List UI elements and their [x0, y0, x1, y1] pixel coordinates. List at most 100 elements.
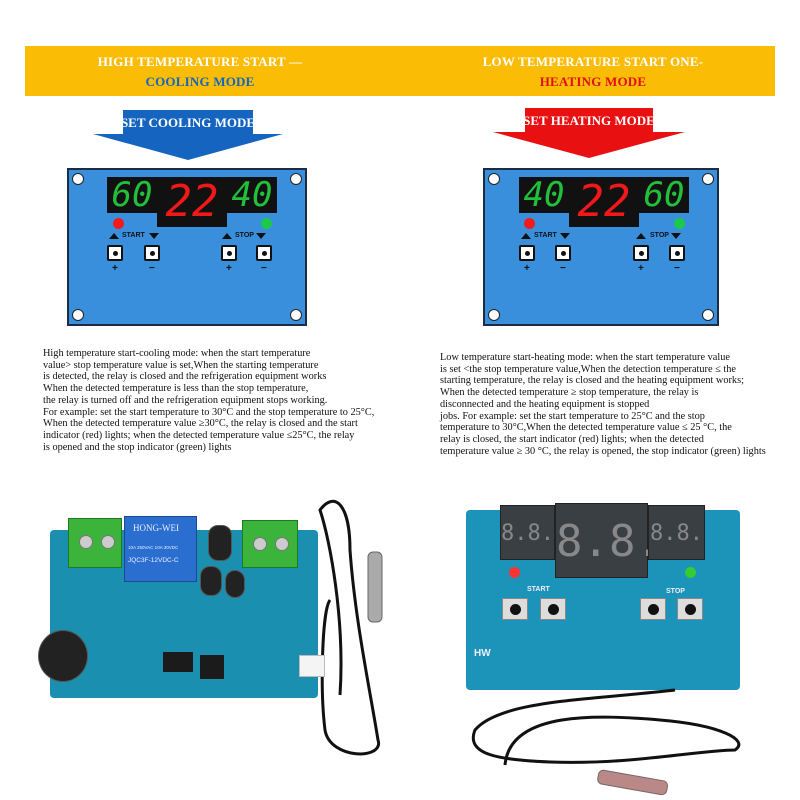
terminal-block [68, 518, 122, 568]
start-led-display: 8.8. [500, 505, 555, 560]
mount-hole [290, 309, 302, 321]
start-minus-button[interactable] [555, 245, 571, 261]
current-temp-display: 22 [157, 177, 227, 227]
desc-line: temperature to 30°C,When the detected te… [440, 422, 732, 434]
stop-minus-button[interactable] [256, 245, 272, 261]
sensor-cable-icon [318, 499, 383, 756]
cooling-board-diagram: 60 22 40 START STOP + − + − [67, 168, 307, 326]
current-temp-display: 22 [569, 177, 639, 227]
plus-sign: + [524, 263, 530, 274]
mount-hole [72, 173, 84, 185]
brand-mark: HW [474, 648, 491, 659]
mount-hole [702, 173, 714, 185]
cooling-description: High temperature start-cooling mode: whe… [43, 348, 374, 453]
plus-sign: + [638, 263, 644, 274]
stop-indicator-green [674, 218, 685, 229]
start-plus-button[interactable] [502, 598, 528, 620]
desc-line: value> stop temperature value is set,Whe… [43, 359, 319, 371]
heating-arrow-label: SET HEATING MODE [523, 113, 655, 128]
screw [79, 535, 93, 549]
desc-line: When the detected temperature value ≥30°… [43, 418, 358, 430]
desc-line: High temperature start-cooling mode: whe… [43, 348, 311, 359]
down-arrow-icon [93, 110, 283, 160]
stop-temp-display: 40 [227, 177, 277, 213]
start-plus-button[interactable] [519, 245, 535, 261]
desc-line: For example: set the start temperature t… [43, 406, 375, 418]
down-arrow-icon [560, 233, 570, 239]
up-arrow-icon [222, 233, 232, 239]
mount-hole [72, 309, 84, 321]
desc-line: When the detected temperature is less th… [43, 383, 309, 395]
capacitor [208, 525, 232, 561]
up-arrow-icon [636, 233, 646, 239]
stop-minus-button[interactable] [677, 598, 703, 620]
desc-line: indicator (red) lights; when the detecte… [43, 429, 355, 441]
up-arrow-icon [109, 233, 119, 239]
stop-indicator-green [685, 567, 696, 578]
minus-sign: − [560, 263, 566, 274]
stop-plus-button[interactable] [221, 245, 237, 261]
terminal-block [242, 520, 298, 568]
cooling-arrow-label: SET COOLING MODE [120, 115, 256, 130]
start-temp-display: 60 [107, 177, 157, 213]
desc-line: the relay is turned off and the refriger… [43, 394, 328, 406]
screw [275, 537, 289, 551]
screw [101, 535, 115, 549]
cooling-title-line2: COOLING MODE [145, 74, 255, 89]
start-label: START [527, 586, 550, 593]
stop-plus-button[interactable] [640, 598, 666, 620]
start-indicator-red [113, 218, 124, 229]
down-arrow-icon [671, 233, 681, 239]
mount-hole [702, 309, 714, 321]
mode-banner: HIGH TEMPERATURE START — COOLING MODE LO… [25, 46, 775, 96]
stop-indicator-green [261, 218, 272, 229]
plus-sign: + [226, 263, 232, 274]
mount-hole [488, 173, 500, 185]
desc-line: disconnected and the heating equipment i… [440, 398, 650, 410]
desc-line: Low temperature start-heating mode: when… [440, 352, 730, 363]
down-arrow-icon [149, 233, 159, 239]
mount-hole [488, 309, 500, 321]
pcb-front-photo: 8.8. 8.8. 8.8. START STOP HW [430, 480, 800, 800]
minus-sign: − [261, 263, 267, 274]
relay-rating: 10A 250VAC 10A 30VDC [128, 545, 179, 550]
start-label: START [122, 232, 145, 239]
up-arrow-icon [521, 233, 531, 239]
stop-label: STOP [235, 232, 254, 239]
stop-label: STOP [666, 588, 685, 595]
desc-line: relay is closed, the start indicator (re… [440, 433, 704, 445]
start-minus-button[interactable] [144, 245, 160, 261]
heating-arrow: SET HEATING MODE [493, 108, 685, 158]
start-indicator-red [524, 218, 535, 229]
heating-description: Low temperature start-heating mode: when… [440, 352, 766, 457]
stop-minus-button[interactable] [669, 245, 685, 261]
desc-line: is set <the stop temperature value,When … [440, 363, 736, 375]
desc-line: When the detected temperature ≥ stop tem… [440, 387, 699, 399]
start-plus-button[interactable] [107, 245, 123, 261]
capacitor [200, 566, 222, 596]
plus-sign: + [112, 263, 118, 274]
desc-line: temperature value ≥ 30 °C, the relay is … [440, 445, 766, 457]
capacitor [225, 570, 245, 598]
down-arrow-icon [256, 233, 266, 239]
start-temp-display: 40 [519, 177, 569, 213]
stop-temp-display: 60 [639, 177, 689, 213]
start-label: START [534, 232, 557, 239]
relay: HONG-WEI 10A 250VAC 10A 30VDC JQC3F-12VD… [124, 516, 197, 582]
relay-model: JQC3F-12VDC-C [128, 557, 179, 564]
sensor-connector [299, 655, 325, 677]
desc-line: starting temperature, the relay is close… [440, 375, 744, 387]
screw [253, 537, 267, 551]
relay-brand: HONG-WEI [133, 523, 179, 533]
stop-plus-button[interactable] [633, 245, 649, 261]
desc-line: is detected, the relay is closed and the… [43, 371, 327, 383]
buzzer [38, 630, 88, 682]
heating-board-diagram: 40 22 60 START STOP + − + − [483, 168, 719, 326]
start-indicator-red [509, 567, 520, 578]
mount-hole [290, 173, 302, 185]
start-minus-button[interactable] [540, 598, 566, 620]
cooling-arrow: SET COOLING MODE [93, 110, 283, 160]
desc-line: jobs. For example: set the start tempera… [440, 410, 705, 422]
heating-title-line1: LOW TEMPERATURE START ONE- [482, 54, 704, 69]
minus-sign: − [149, 263, 155, 274]
